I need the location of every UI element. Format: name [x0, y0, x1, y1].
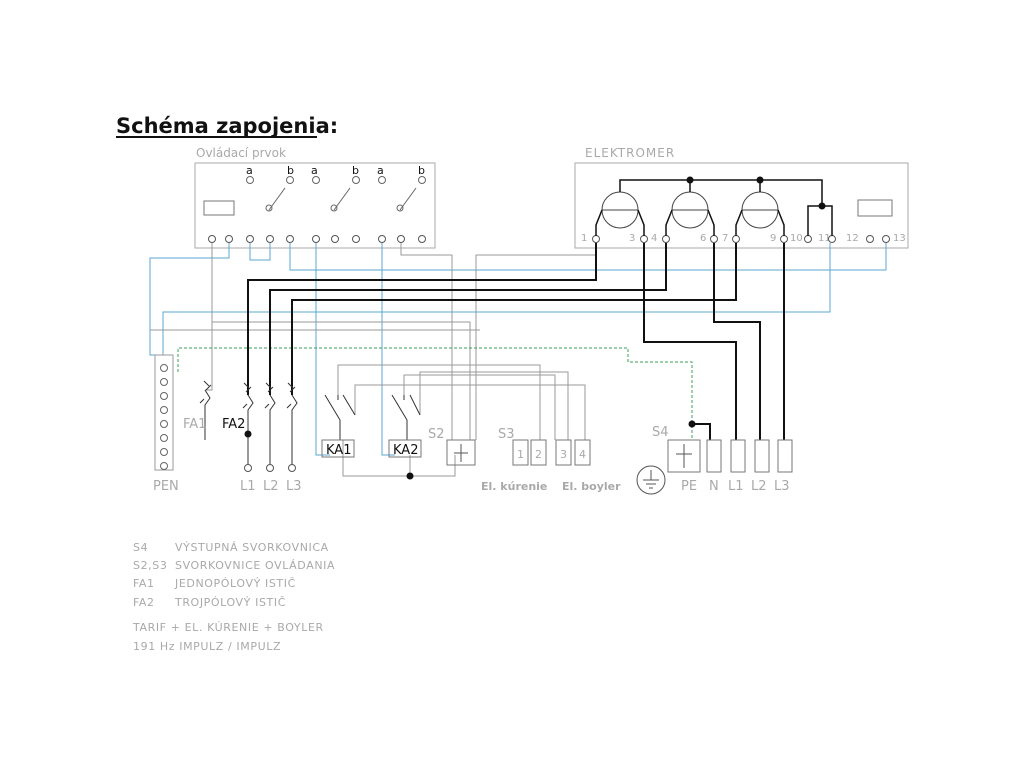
s3-terminal-4: 4	[579, 448, 586, 461]
fa1-label: FA1	[183, 417, 206, 432]
legend-text: JEDNOPÓLOVÝ ISTIČ	[175, 577, 296, 590]
s3-terminal-3: 3	[560, 448, 567, 461]
ka1-label: KA1	[326, 443, 351, 458]
meter-terminal-7: 7	[722, 233, 728, 244]
pen-label: PEN	[153, 479, 179, 494]
s3-boiler-label: El. boyler	[562, 480, 621, 493]
meter-terminal-numbers: 1 3 4 6 7 9 10 11 12 13	[581, 233, 906, 244]
s4-junction-dot	[688, 420, 696, 428]
l1-label: L1	[240, 479, 256, 494]
s4-label: S4	[652, 425, 669, 440]
s3-terminal-block	[512, 439, 591, 466]
fa2-junction-dot	[244, 430, 252, 438]
s4-n-label: N	[709, 479, 719, 494]
ka-junction-dot	[406, 472, 414, 480]
fa2-label: FA2	[222, 417, 245, 432]
control-panel-box	[194, 162, 436, 249]
control-panel-label: Ovládací prvok	[196, 146, 286, 160]
legend-code: S4	[133, 541, 149, 554]
meter-terminal-12: 12	[846, 233, 859, 244]
l2-label: L2	[263, 479, 279, 494]
s3-terminal-2: 2	[535, 448, 542, 461]
ka2-coil	[388, 439, 422, 458]
meter-terminal-1: 1	[581, 233, 587, 244]
grey-wires	[150, 243, 597, 477]
meter-terminal-4: 4	[651, 233, 657, 244]
meter-box	[574, 162, 909, 249]
control-coil	[203, 200, 235, 216]
contactor-switches	[324, 394, 421, 440]
s3-terminal-1: 1	[517, 448, 524, 461]
s4-l2-label: L2	[751, 479, 767, 494]
s3-heating-label: El. kúrenie	[481, 480, 547, 493]
contact-label-6: b	[418, 164, 425, 177]
dark-wires	[247, 243, 785, 440]
meter-junction-dots	[686, 176, 826, 210]
ka2-label: KA2	[393, 443, 418, 458]
legend-text: SVORKOVNICE OVLÁDANIA	[175, 559, 336, 572]
s4-l3-label: L3	[774, 479, 790, 494]
control-contacts: a b a b a b	[246, 164, 425, 177]
s4-pe-symbol	[676, 444, 692, 468]
contact-label-5: a	[377, 164, 384, 177]
l3-label: L3	[286, 479, 302, 494]
meter-label: ELEKTROMER	[585, 146, 675, 160]
meter-terminals	[592, 235, 890, 243]
contact-label-4: b	[352, 164, 359, 177]
contact-label-1: a	[246, 164, 253, 177]
s3-label: S3	[498, 427, 515, 442]
s4-l1-label: L1	[728, 479, 744, 494]
legend-item-fa1: FA1 JEDNOPÓLOVÝ ISTIČ	[133, 577, 296, 590]
meter-terminal-6: 6	[700, 233, 706, 244]
legend-text: VÝSTUPNÁ SVORKOVNICA	[175, 541, 329, 554]
s4-pe-label: PE	[681, 479, 697, 494]
s2-terminal-block	[446, 439, 476, 466]
legend-item-s2-s3: S2,S3 SVORKOVNICE OVLÁDANIA	[133, 559, 335, 572]
control-terminals	[208, 235, 426, 243]
ka1-coil	[321, 439, 355, 458]
ground-icon	[636, 465, 666, 495]
blue-wires	[149, 243, 887, 456]
diagram-title: Schéma zapojenia:	[116, 114, 338, 138]
meter-coils	[601, 191, 779, 229]
legend-item-s4: S4 VÝSTUPNÁ SVORKOVNICA	[133, 541, 329, 554]
s2-label: S2	[428, 427, 445, 442]
pe-wire	[177, 347, 693, 440]
note-impulse: 191 Hz IMPULZ / IMPULZ	[133, 640, 282, 653]
breakers	[199, 380, 298, 468]
contact-label-2: b	[287, 164, 294, 177]
contact-label-3: a	[311, 164, 318, 177]
meter-terminal-9: 9	[770, 233, 776, 244]
note-tariff: TARIF + EL. KÚRENIE + BOYLER	[133, 621, 324, 634]
legend-text: TROJPÓLOVÝ ISTIČ	[175, 596, 286, 609]
legend-item-fa2: FA2 TROJPÓLOVÝ ISTIČ	[133, 596, 286, 609]
s2-symbol	[454, 444, 468, 462]
s4-terminal-block	[667, 439, 793, 473]
meter-terminal-11: 11	[818, 233, 831, 244]
meter-terminal-10: 10	[790, 233, 803, 244]
control-switches	[246, 176, 426, 212]
legend-code: FA2	[133, 596, 155, 609]
l-terminals	[244, 464, 296, 472]
legend-code: FA1	[133, 577, 155, 590]
meter-terminal-3: 3	[629, 233, 635, 244]
pen-terminals	[160, 364, 168, 470]
legend-code: S2,S3	[133, 559, 168, 572]
meter-tariff-coil	[857, 199, 893, 217]
meter-internal-wires	[595, 179, 833, 236]
meter-terminal-13: 13	[893, 233, 906, 244]
